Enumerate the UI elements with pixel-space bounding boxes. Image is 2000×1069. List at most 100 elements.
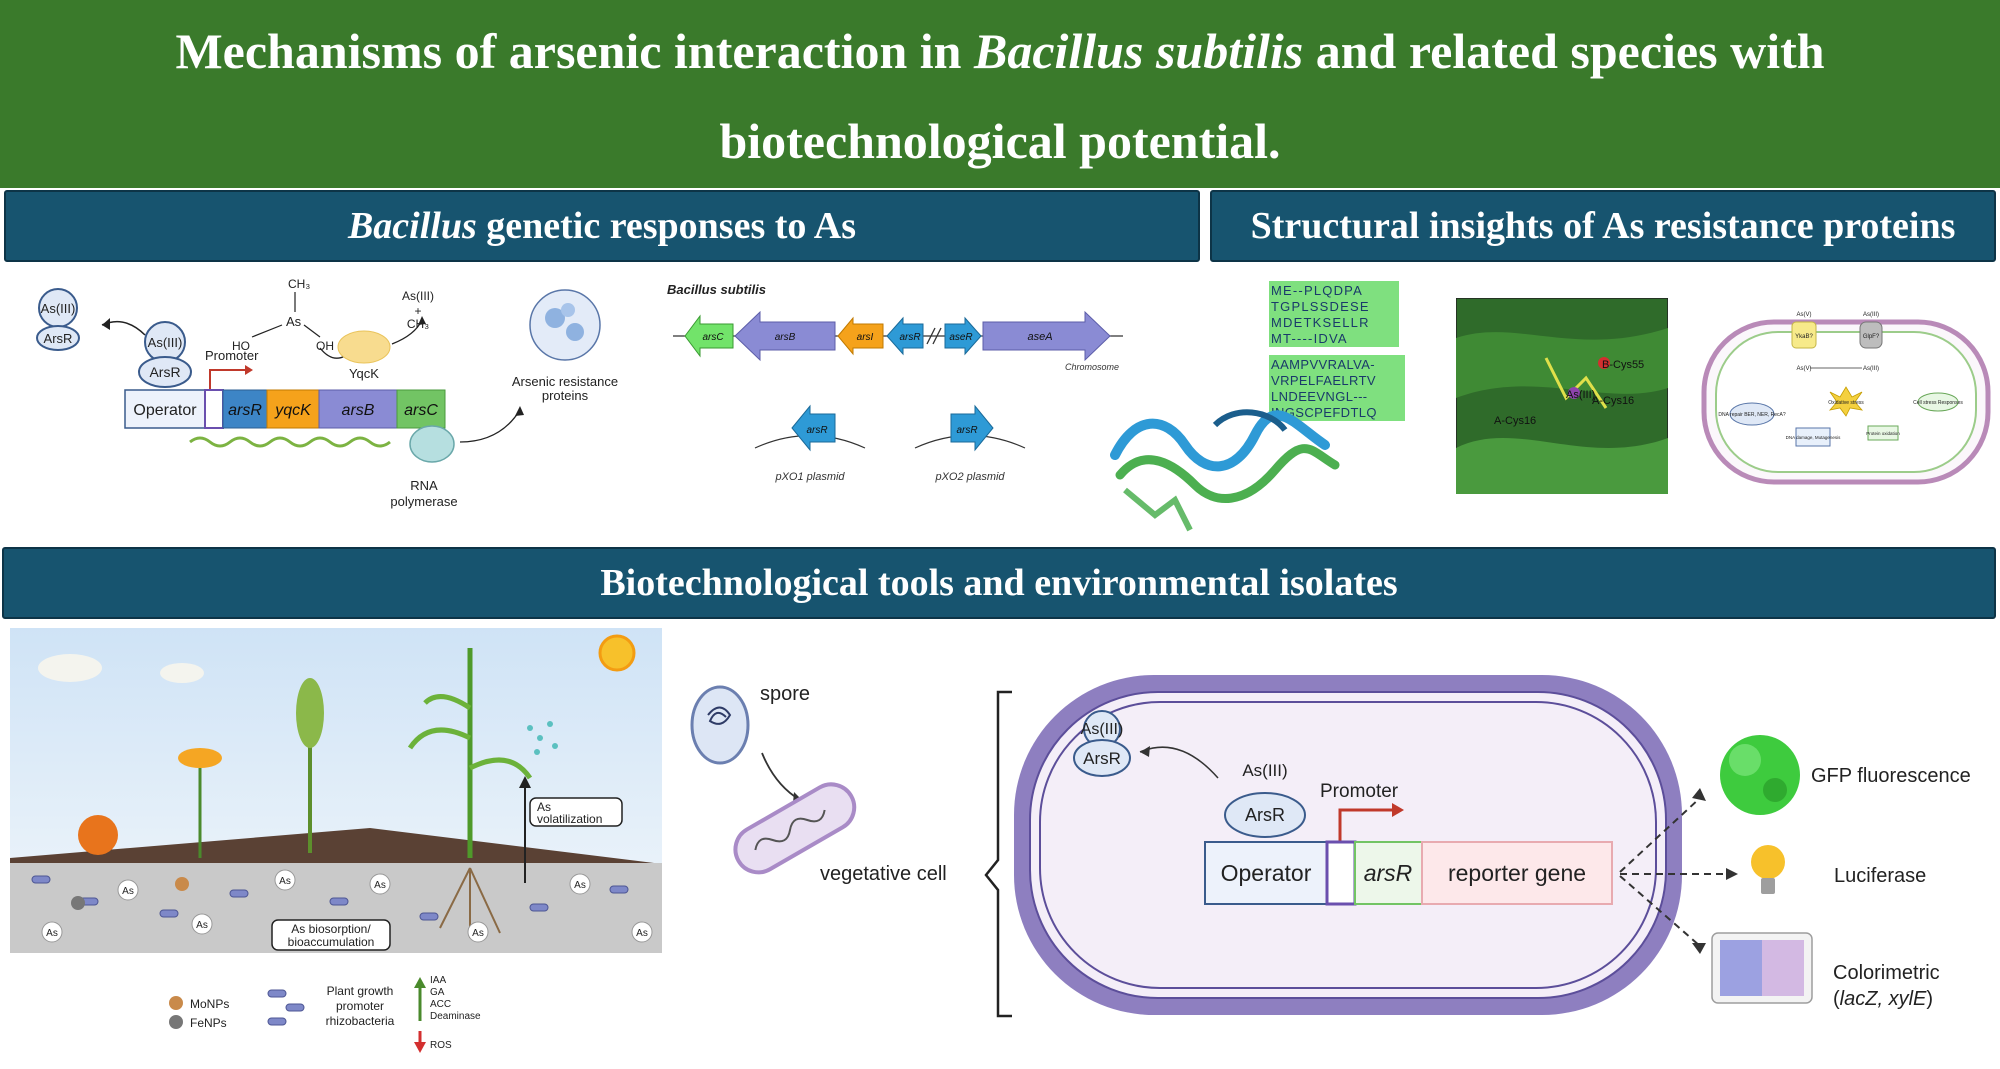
gene-arsr-label: arsR bbox=[228, 402, 262, 419]
promoter-arrowhead bbox=[1392, 803, 1404, 817]
gene-arrow-arsr bbox=[886, 316, 924, 356]
vapor-dot-5 bbox=[552, 743, 558, 749]
legend-down-label: ROS bbox=[430, 1040, 452, 1051]
rna-polymerase-label-1: RNA bbox=[410, 478, 438, 493]
output-arrow-gfp bbox=[1619, 797, 1701, 873]
dna-repair-box bbox=[1729, 402, 1775, 426]
ch3-label: CH₃ bbox=[288, 277, 310, 291]
promoter-arrow bbox=[209, 369, 245, 390]
ho-label: HO bbox=[232, 339, 250, 353]
volatilization-arrowhead bbox=[519, 776, 531, 788]
translation-arrow bbox=[459, 409, 521, 443]
arsr-operon-diagram: As(III) ArsR As(III) ArsR Promoter CH₃ A… bbox=[36, 277, 618, 509]
legend-fe-marker bbox=[169, 1015, 183, 1029]
rod-8 bbox=[609, 885, 629, 894]
as-particle-5-label: As bbox=[46, 928, 58, 939]
gene-map-diagram: Bacillus subtilis arsC arsB arsI arsR as… bbox=[667, 282, 1123, 483]
gene-arrow-aser bbox=[944, 316, 982, 356]
cloud-2 bbox=[160, 663, 204, 683]
legend-rod-3 bbox=[267, 1017, 287, 1026]
as-particle-2-label: As bbox=[279, 876, 291, 887]
product-plus: + bbox=[414, 304, 421, 318]
organism-label: Bacillus subtilis bbox=[667, 282, 766, 297]
legend-up-2: GA bbox=[430, 987, 445, 998]
sun-icon bbox=[598, 634, 636, 672]
section-header-biotech: Biotechnological tools and environmental… bbox=[2, 547, 1996, 619]
as3-free-label: As(III) bbox=[41, 301, 76, 316]
volatilization-label-box bbox=[529, 797, 623, 827]
vapor-dot-1 bbox=[527, 725, 533, 731]
ykab-label: YkaB? bbox=[1795, 334, 1813, 340]
alignment-block-1-bg bbox=[1269, 281, 1399, 347]
protein-blob-3 bbox=[561, 303, 575, 317]
rna-polymerase-label-2: polymerase bbox=[390, 494, 457, 509]
arsr-free-label: ArsR bbox=[44, 331, 73, 346]
dna-repair-label: DNA repair BER, NER, RecA? bbox=[1718, 412, 1785, 418]
operator-box bbox=[1204, 841, 1328, 905]
translation-arrowhead bbox=[515, 406, 524, 416]
as-center-label: As bbox=[286, 314, 302, 329]
dna-damage-label: DNA damage, Mutagenesis bbox=[1786, 435, 1842, 440]
field-remediation-panel: As volatilization As As As As As As As A… bbox=[10, 628, 662, 1053]
volatilization-label-1: As bbox=[537, 800, 551, 814]
legend-rod-1 bbox=[267, 989, 287, 998]
lightbulb-icon bbox=[1751, 845, 1785, 879]
operator-box bbox=[124, 389, 206, 429]
gene-box-yqck bbox=[266, 389, 320, 429]
protein-blob-1 bbox=[545, 308, 565, 328]
gene-box-arsc bbox=[396, 389, 446, 429]
operator-label: Operator bbox=[133, 402, 197, 419]
product-ch3: CH₃ bbox=[407, 317, 429, 331]
spore-dna bbox=[707, 706, 732, 725]
plasmid2-gene-arrow bbox=[950, 404, 994, 452]
plant-wheat-head bbox=[296, 678, 324, 748]
mrna-wave bbox=[189, 436, 391, 448]
gene-asea-map-label: aseA bbox=[1027, 331, 1052, 343]
resistance-protein-circle bbox=[529, 289, 601, 361]
section-header-structural: Structural insights of As resistance pro… bbox=[1210, 190, 1996, 262]
as-particle-4-label: As bbox=[574, 880, 586, 891]
product-arrowhead bbox=[418, 316, 426, 325]
alignment-row-4: MT----IDVA bbox=[1271, 331, 1348, 346]
protein-oxidation-label: Protein oxidation bbox=[1866, 431, 1900, 436]
biosorption-label-2: bioaccumulation bbox=[288, 935, 375, 949]
rod-4 bbox=[229, 889, 249, 898]
gfp-highlight-1 bbox=[1729, 744, 1761, 776]
product-as3: As(III) bbox=[402, 289, 434, 303]
as-particle-6-label: As bbox=[196, 920, 208, 931]
vapor-dot-4 bbox=[534, 749, 540, 755]
oxygen-atom bbox=[1598, 357, 1610, 369]
transporter-glpf bbox=[1859, 321, 1883, 349]
glpf-label: GlpF? bbox=[1863, 334, 1880, 340]
gene-arrow-arsi bbox=[837, 316, 884, 356]
promoter-label: Promoter bbox=[205, 348, 259, 363]
arsr-free-bubble bbox=[1073, 739, 1131, 777]
promoter-arrowhead bbox=[245, 365, 253, 375]
output-arrow-colorimetric bbox=[1619, 875, 1701, 947]
label-a-cys16-right: A-Cys16 bbox=[1592, 395, 1634, 407]
alignment-row-2: TGPLSSDESE bbox=[1271, 299, 1370, 314]
promoter-box bbox=[204, 389, 224, 429]
page-title-line-2: biotechnological potential. bbox=[719, 113, 1281, 169]
title-banner: Mechanisms of arsenic interaction in Bac… bbox=[0, 0, 2000, 188]
dna-damage-box bbox=[1795, 427, 1831, 447]
oh-label: OH bbox=[316, 339, 334, 353]
label-b-cys55: B-Cys55 bbox=[1602, 359, 1644, 371]
legend-pgpr-1: Plant growth bbox=[327, 984, 394, 998]
as3-inside: As(III) bbox=[1863, 366, 1879, 372]
mo-nanoparticle bbox=[175, 877, 189, 891]
microplate-wells bbox=[1720, 940, 1804, 996]
operator-label: Operator bbox=[1221, 860, 1312, 886]
active-site-ribbon-2 bbox=[1456, 438, 1668, 494]
as-particle-2 bbox=[274, 869, 296, 891]
gene-arrow-arsc bbox=[684, 314, 734, 358]
legend-pgpr-2: promoter bbox=[336, 999, 384, 1013]
plasmid1-label: pXO1 plasmid bbox=[774, 471, 845, 483]
asv-inside: As(V) bbox=[1797, 366, 1812, 372]
gene-box-arsb bbox=[318, 389, 398, 429]
legend-fe-label: FeNPs bbox=[190, 1016, 227, 1030]
cloud-1 bbox=[38, 654, 102, 682]
promoter-label: Promoter bbox=[1320, 781, 1399, 802]
break-mark-1 bbox=[926, 327, 936, 345]
oxidative-stress-burst bbox=[1828, 386, 1864, 417]
